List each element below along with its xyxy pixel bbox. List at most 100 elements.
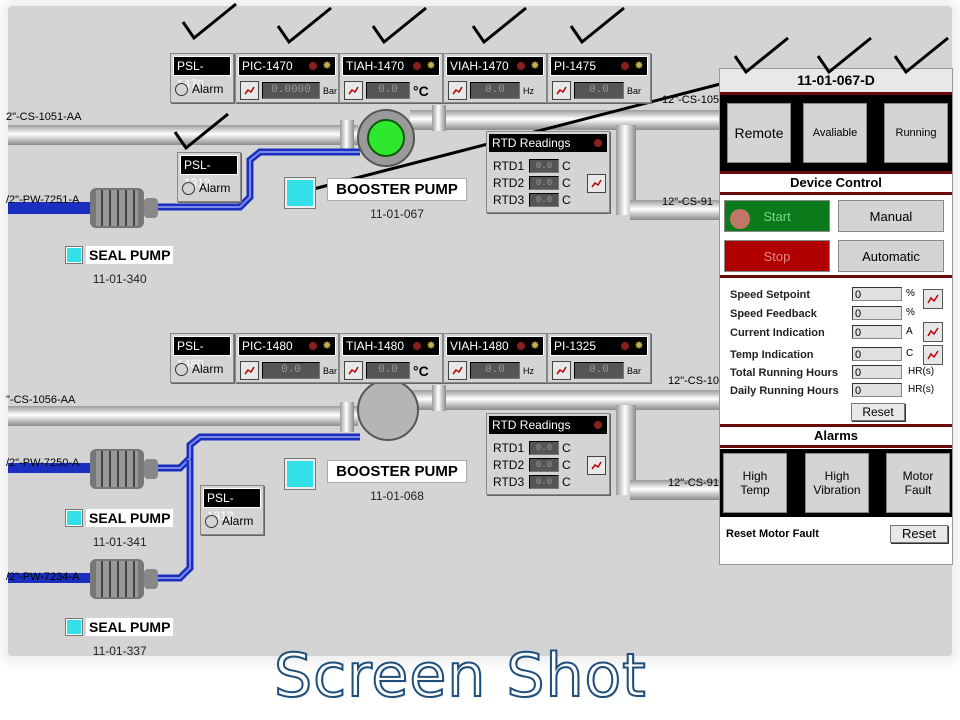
trend-icon[interactable] <box>923 322 943 342</box>
divider <box>720 275 952 278</box>
alarm-label: Alarm <box>192 82 224 96</box>
param-unit: A <box>906 326 913 337</box>
trend-icon[interactable] <box>448 361 467 380</box>
equipment-id: 11-01-337 <box>92 644 147 658</box>
alarm-led-icon <box>413 342 421 350</box>
psl-1470-block[interactable]: PSL-1470 Alarm <box>170 53 234 103</box>
trend-icon[interactable] <box>923 345 943 365</box>
start-label: Start <box>763 208 791 224</box>
rtd-label: RTD3 <box>493 192 525 207</box>
alarm-led-icon <box>413 62 421 70</box>
remote-status[interactable]: Remote <box>727 103 791 163</box>
seal-pump-motor-1[interactable] <box>90 188 158 228</box>
pipe-cs-91-a <box>630 200 720 220</box>
seal-select[interactable] <box>66 510 82 526</box>
device-control-header: Device Control <box>720 171 952 195</box>
param-label: Speed Setpoint <box>730 289 811 301</box>
motor-fault-alarm[interactable]: Motor Fault <box>886 453 950 513</box>
high-temp-alarm[interactable]: High Temp <box>723 453 787 513</box>
trend-icon[interactable] <box>552 81 571 100</box>
speed-setpoint-input[interactable]: 0 <box>852 287 902 301</box>
rtd-value: 0.0 <box>529 474 559 489</box>
instrument-tag: PSL-1480 <box>173 336 231 371</box>
rtd-value: 0.0 <box>529 175 559 190</box>
unit-label: Hz <box>523 85 534 96</box>
pump-running-indicator <box>367 119 405 157</box>
tiah-1470-block[interactable]: TIAH-1470✸ 0.0°C <box>339 53 443 103</box>
rtd-unit: C <box>562 457 571 472</box>
available-status[interactable]: Avaliable <box>803 103 867 163</box>
trend-icon[interactable] <box>344 361 363 380</box>
trend-icon[interactable] <box>344 81 363 100</box>
pipe-cs-10 <box>410 390 720 410</box>
rtd-label: RTD2 <box>493 457 525 472</box>
high-vibration-alarm[interactable]: High Vibration <box>805 453 869 513</box>
rtd-label: RTD2 <box>493 175 525 190</box>
status-star-icon: ✸ <box>634 340 644 352</box>
instrument-tag: PIC-1470 <box>242 59 293 73</box>
running-status[interactable]: Running <box>884 103 948 163</box>
instrument-tag: VIAH-1480 <box>450 339 509 353</box>
alarm-led-icon <box>621 342 629 350</box>
value-display: 0.0000 <box>262 82 320 99</box>
reset-hours-button[interactable]: Reset <box>851 403 905 421</box>
pump-select-1[interactable] <box>285 178 315 208</box>
unit-label: °C <box>413 82 429 99</box>
param-label: Temp Indication <box>730 349 814 361</box>
rtd-unit: C <box>562 440 571 455</box>
current-display: 0 <box>852 325 902 339</box>
seal-pump-1[interactable]: SEAL PUMP 11-01-340 <box>66 246 174 286</box>
tiah-1480-block[interactable]: TIAH-1480✸ 0.0°C <box>339 333 443 383</box>
automatic-button[interactable]: Automatic <box>838 240 944 272</box>
unit-label: Hz <box>523 365 534 376</box>
trend-icon[interactable] <box>240 361 259 380</box>
trend-icon[interactable] <box>552 361 571 380</box>
reset-motor-fault-button[interactable]: Reset <box>890 525 948 543</box>
param-unit: % <box>906 307 915 318</box>
alarms-section: High Temp High Vibration Motor Fault <box>720 449 952 517</box>
stop-button[interactable]: Stop <box>724 240 830 272</box>
value-display: 0.0 <box>366 362 410 379</box>
trend-icon[interactable] <box>587 174 606 193</box>
seal-select[interactable] <box>66 247 82 263</box>
pump1-outlet <box>432 105 446 131</box>
instrument-tag: PSL-1312 <box>203 488 261 523</box>
seal-pump-motor-3[interactable] <box>90 559 158 599</box>
checkmark-icon <box>173 112 229 151</box>
pump-select-2[interactable] <box>285 459 315 489</box>
status-star-icon: ✸ <box>426 60 436 72</box>
instrument-tag: PI-1325 <box>554 339 597 353</box>
seal-pump-3[interactable]: SEAL PUMP 11-01-337 <box>66 618 174 658</box>
pipe-tag: 12"-CS-10 <box>668 375 719 387</box>
seal-pump-2[interactable]: SEAL PUMP 11-01-341 <box>66 509 174 549</box>
trend-icon[interactable] <box>587 456 606 475</box>
alarm-led-icon <box>517 62 525 70</box>
psl-1480-block[interactable]: PSL-1480 Alarm <box>170 333 234 383</box>
pipe-cs-1051 <box>8 125 358 145</box>
seal-select[interactable] <box>66 619 82 635</box>
instrument-tag: TIAH-1480 <box>346 339 405 353</box>
psl-1313-block[interactable]: PSL-1313 Alarm <box>177 152 241 202</box>
trend-icon[interactable] <box>448 81 467 100</box>
alarm-led-icon <box>594 421 602 429</box>
booster-pump-2[interactable] <box>357 379 419 441</box>
alarms-header: Alarms <box>720 424 952 448</box>
trend-icon[interactable] <box>240 81 259 100</box>
manual-button[interactable]: Manual <box>838 200 944 232</box>
param-unit: HR(s) <box>908 366 935 377</box>
pipe-cs-105 <box>410 110 720 130</box>
trend-icon[interactable] <box>923 289 943 309</box>
seal-pump-motor-2[interactable] <box>90 449 158 489</box>
equipment-id: 11-01-068 <box>370 489 424 503</box>
checkmark-icon <box>181 2 237 41</box>
speed-feedback-display: 0 <box>852 306 902 320</box>
psl-1312-block[interactable]: PSL-1312 Alarm <box>200 485 264 535</box>
